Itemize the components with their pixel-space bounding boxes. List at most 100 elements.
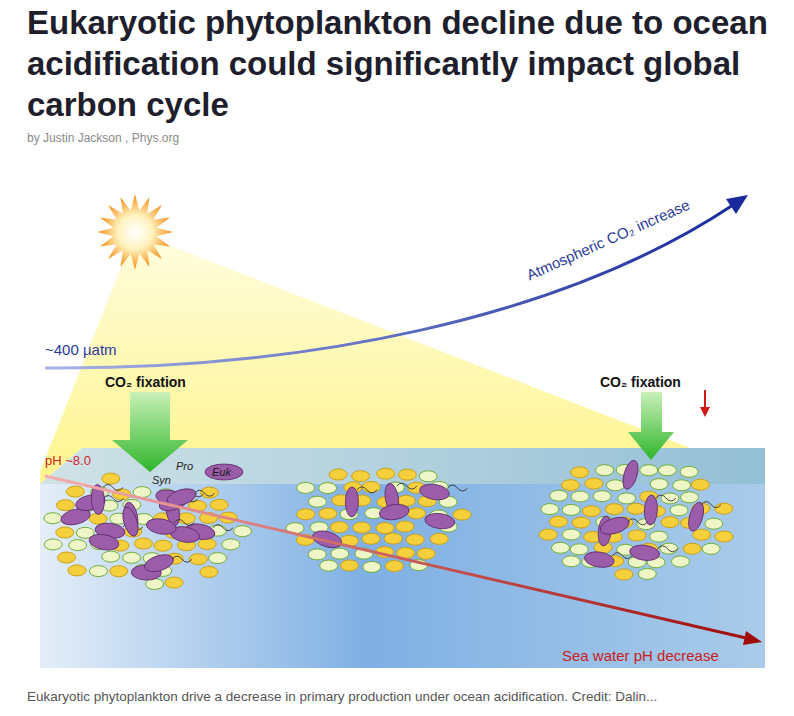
cell-label: Syn bbox=[152, 474, 171, 486]
cell-label: Euk bbox=[212, 466, 231, 478]
synechococcus-cell bbox=[549, 516, 567, 527]
flagellum bbox=[397, 483, 417, 489]
eukaryote-cell bbox=[345, 487, 358, 517]
synechococcus-cell bbox=[430, 533, 448, 544]
synechococcus-cell bbox=[572, 517, 590, 528]
arrow-label: Sea water pH decrease bbox=[562, 647, 719, 664]
flagellum bbox=[195, 490, 215, 496]
ocean-front bbox=[40, 484, 765, 668]
synechococcus-cell bbox=[110, 566, 128, 577]
prochlorococcus-cell bbox=[681, 492, 699, 503]
synechococcus-cell bbox=[693, 529, 711, 540]
arrow-head bbox=[700, 407, 710, 417]
prochlorococcus-cell bbox=[640, 465, 658, 476]
prochlorococcus-cell bbox=[331, 548, 349, 559]
flagellum bbox=[357, 487, 377, 493]
synechococcus-cell bbox=[353, 522, 371, 533]
synechococcus-cell bbox=[102, 473, 120, 484]
synechococcus-cell bbox=[330, 522, 348, 533]
synechococcus-cell bbox=[396, 521, 414, 532]
prochlorococcus-cell bbox=[570, 544, 588, 555]
prochlorococcus-cell bbox=[661, 493, 679, 504]
synechococcus-cell bbox=[715, 531, 733, 542]
phytoplankton-cells bbox=[44, 459, 733, 590]
synechococcus-cell bbox=[408, 508, 426, 519]
synechococcus-cell bbox=[628, 530, 646, 541]
prochlorococcus-cell bbox=[671, 556, 689, 567]
eukaryote-cell bbox=[620, 459, 641, 491]
prochlorococcus-cell bbox=[680, 466, 698, 477]
prochlorococcus-cell bbox=[222, 539, 240, 550]
prochlorococcus-cell bbox=[571, 491, 589, 502]
fixation-label: CO₂ fixation bbox=[600, 374, 681, 390]
arrow-head bbox=[743, 631, 762, 645]
prochlorococcus-cell bbox=[596, 465, 614, 476]
eukaryote-cell bbox=[88, 532, 120, 552]
prochlorococcus-cell bbox=[308, 496, 326, 507]
eukaryote-cell bbox=[583, 550, 615, 569]
synechococcus-cell bbox=[297, 509, 315, 520]
flagellum bbox=[612, 553, 632, 559]
synechococcus-cell bbox=[56, 527, 74, 538]
synechococcus-cell bbox=[352, 471, 370, 482]
synechococcus-cell bbox=[453, 509, 471, 520]
flagellum bbox=[174, 520, 194, 526]
prochlorococcus-cell bbox=[363, 561, 381, 572]
synechococcus-cell bbox=[539, 529, 557, 540]
synechococcus-cell bbox=[319, 508, 337, 519]
prochlorococcus-cell bbox=[550, 490, 568, 501]
synechococcus-cell bbox=[362, 533, 380, 544]
synechococcus-cell bbox=[585, 478, 603, 489]
prochlorococcus-cell bbox=[593, 491, 611, 502]
co2-fixation-arrow bbox=[628, 392, 674, 460]
prochlorococcus-cell bbox=[705, 518, 723, 529]
eukaryote-cell bbox=[686, 500, 707, 532]
synechococcus-cell bbox=[198, 539, 216, 550]
cell-label: Pro bbox=[176, 460, 193, 472]
ph-decrease-arrow bbox=[45, 476, 746, 638]
headline: Eukaryotic phytoplankton decline due to … bbox=[27, 2, 772, 125]
synechococcus-cell bbox=[715, 503, 733, 514]
synechococcus-cell bbox=[165, 577, 183, 588]
synechococcus-cell bbox=[571, 467, 589, 478]
flagellum bbox=[172, 556, 192, 562]
eukaryote-cell bbox=[418, 482, 450, 502]
prochlorococcus-cell bbox=[419, 471, 437, 482]
prochlorococcus-cell bbox=[562, 504, 580, 515]
prochlorococcus-cell bbox=[209, 553, 227, 564]
eukaryote-cell bbox=[142, 552, 175, 575]
flagellum bbox=[701, 502, 721, 508]
synechococcus-cell bbox=[683, 543, 701, 554]
prochlorococcus-cell bbox=[552, 542, 570, 553]
eukaryote-cell bbox=[145, 517, 177, 537]
eukaryote-cell bbox=[644, 495, 658, 526]
arrow-head bbox=[726, 195, 748, 214]
prochlorococcus-cell bbox=[234, 526, 252, 537]
flagellum bbox=[103, 496, 123, 502]
prochlorococcus-cell bbox=[308, 549, 326, 560]
synechococcus-cell bbox=[56, 500, 74, 511]
prochlorococcus-cell bbox=[44, 539, 62, 550]
synechococcus-cell bbox=[605, 504, 623, 515]
light-beam bbox=[40, 232, 690, 484]
prochlorococcus-cell bbox=[123, 552, 141, 563]
prochlorococcus-cell bbox=[638, 568, 656, 579]
synechococcus-cell bbox=[615, 569, 633, 580]
prochlorococcus-cell bbox=[650, 479, 668, 490]
eukaryote-cell bbox=[598, 514, 631, 537]
flagellum bbox=[658, 546, 678, 552]
synechococcus-cell bbox=[377, 468, 395, 479]
prochlorococcus-cell bbox=[541, 504, 559, 515]
synechococcus-cell bbox=[406, 534, 424, 545]
prochlorococcus-cell bbox=[297, 482, 315, 493]
synechococcus-cell bbox=[68, 565, 86, 576]
flagellum bbox=[656, 495, 676, 501]
prochlorococcus-cell bbox=[319, 483, 337, 494]
synechococcus-cell bbox=[362, 482, 380, 493]
synechococcus-cell bbox=[154, 540, 172, 551]
synechococcus-cell bbox=[58, 552, 76, 563]
synechococcus-cell bbox=[134, 538, 152, 549]
prochlorococcus-cell bbox=[606, 480, 624, 491]
prochlorococcus-cell bbox=[618, 493, 636, 504]
eukaryote-cell bbox=[120, 505, 141, 537]
